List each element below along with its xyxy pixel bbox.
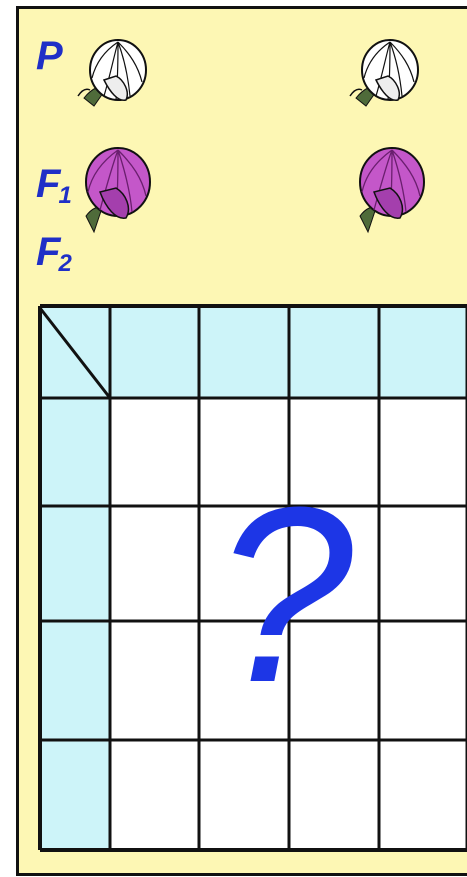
question-mark: ? <box>214 470 353 720</box>
grid-cell <box>110 506 199 621</box>
grid-cell <box>379 398 467 506</box>
grid-cell <box>110 740 199 850</box>
header-cell <box>289 306 379 398</box>
grid-cell <box>289 740 379 850</box>
header-cell <box>40 740 110 850</box>
grid-cell <box>379 740 467 850</box>
header-cell <box>110 306 199 398</box>
header-cell <box>199 306 289 398</box>
header-cell <box>40 621 110 740</box>
grid-cell <box>379 621 467 740</box>
header-cell <box>40 398 110 506</box>
grid-cell <box>199 740 289 850</box>
grid-cell <box>110 621 199 740</box>
grid-cell <box>379 506 467 621</box>
header-cell <box>40 506 110 621</box>
grid-cell <box>110 398 199 506</box>
header-cell <box>379 306 467 398</box>
